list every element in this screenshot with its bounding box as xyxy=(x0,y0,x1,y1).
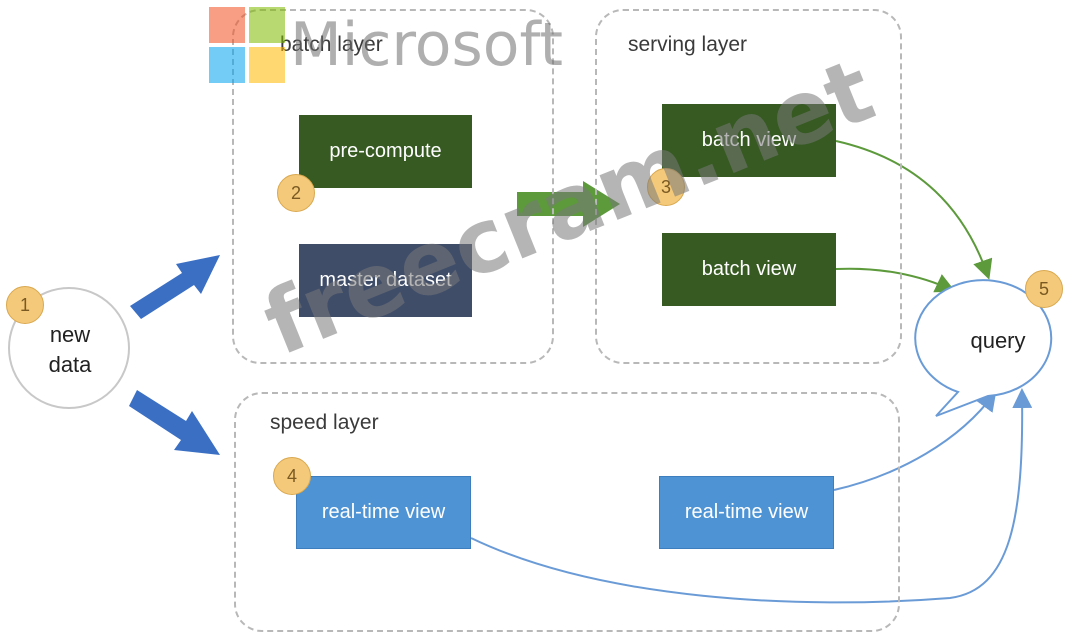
connector-batch-view-1-query xyxy=(835,140,993,280)
batch-layer-box xyxy=(232,9,554,364)
batch-layer-label: batch layer xyxy=(280,33,383,56)
pre-compute-node: pre-compute xyxy=(299,115,472,188)
new-data-line-2: data xyxy=(48,352,92,377)
microsoft-logo-icon xyxy=(209,7,287,85)
serving-layer-label: serving layer xyxy=(628,33,748,56)
flow-arrow-to-batch xyxy=(130,255,220,319)
master-dataset-node: master dataset xyxy=(299,244,472,317)
connector-batch-view-2-query xyxy=(835,267,956,293)
step-badge-2: 2 xyxy=(277,174,315,212)
new-data-circle xyxy=(8,287,130,409)
new-data-line-1: new xyxy=(49,322,91,347)
realtime-view-node-2: real-time view xyxy=(659,476,834,549)
step-badge-4: 4 xyxy=(273,457,311,495)
flow-arrow-to-serving xyxy=(517,181,620,227)
connector-realtime-view-1-query xyxy=(470,388,1033,604)
speed-layer-label: speed layer xyxy=(270,411,379,434)
batch-view-node-1: batch view xyxy=(662,104,836,177)
query-label: query xyxy=(970,328,1026,353)
serving-layer-box xyxy=(595,9,902,364)
step-badge-3: 3 xyxy=(647,168,685,206)
step-badge-1: 1 xyxy=(6,286,44,324)
batch-view-node-2: batch view xyxy=(662,233,836,306)
connector-realtime-view-2-query xyxy=(833,390,997,491)
new-data-label: new data xyxy=(30,320,110,380)
step-badge-5: 5 xyxy=(1025,270,1063,308)
query-bubble-shape xyxy=(914,279,1053,417)
realtime-view-node-1: real-time view xyxy=(296,476,471,549)
microsoft-watermark: Microsoft xyxy=(290,10,564,80)
speed-layer-box xyxy=(234,392,900,632)
flow-arrow-to-speed xyxy=(129,390,220,455)
